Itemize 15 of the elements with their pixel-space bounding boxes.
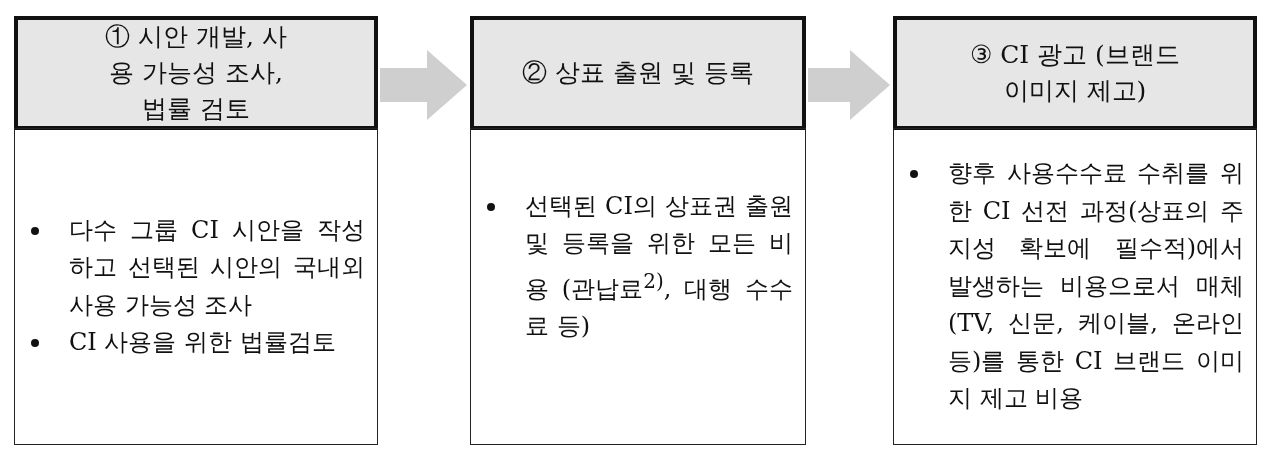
description-box [470,128,806,445]
description-box [893,128,1257,445]
step-title: ③ CI 광고 (브랜드 이미지 제고) [969,39,1181,107]
description-box [14,128,378,445]
bullet-text: 다수 그룹 CI 시안을 작성하고 선택된 시안의 국내외 사용 가능성 조사 [69,214,365,321]
arrow [380,50,467,120]
step-title: ① 시안 개발, 사용 가능성 조사, 법률 검토 [104,21,288,125]
step-header-box [470,16,806,130]
step-header-box [893,16,1257,130]
arrow [808,50,890,120]
bullet-text: 선택된 CI의 상표권 출원 및 등록을 위한 모든 비용 (관납료$^{2)}$, 대행 수수료 등) [525,190,793,342]
bullet-text: CI 사용을 위한 법률검토 [69,327,337,358]
step-header-box [14,16,378,130]
bullet-text: 향후 사용수수료 수취를 위한 CI 선전 과정(상표의 주지성 확보에 필수적)에서 발생하는 비용으로서 매체(TV, 신문, 케이블, 온라인 등)를 통한 CI 브랜드 이미지 제고 비용 [948,158,1244,415]
step-title: ② 상표 출원 및 등록 [522,57,754,89]
